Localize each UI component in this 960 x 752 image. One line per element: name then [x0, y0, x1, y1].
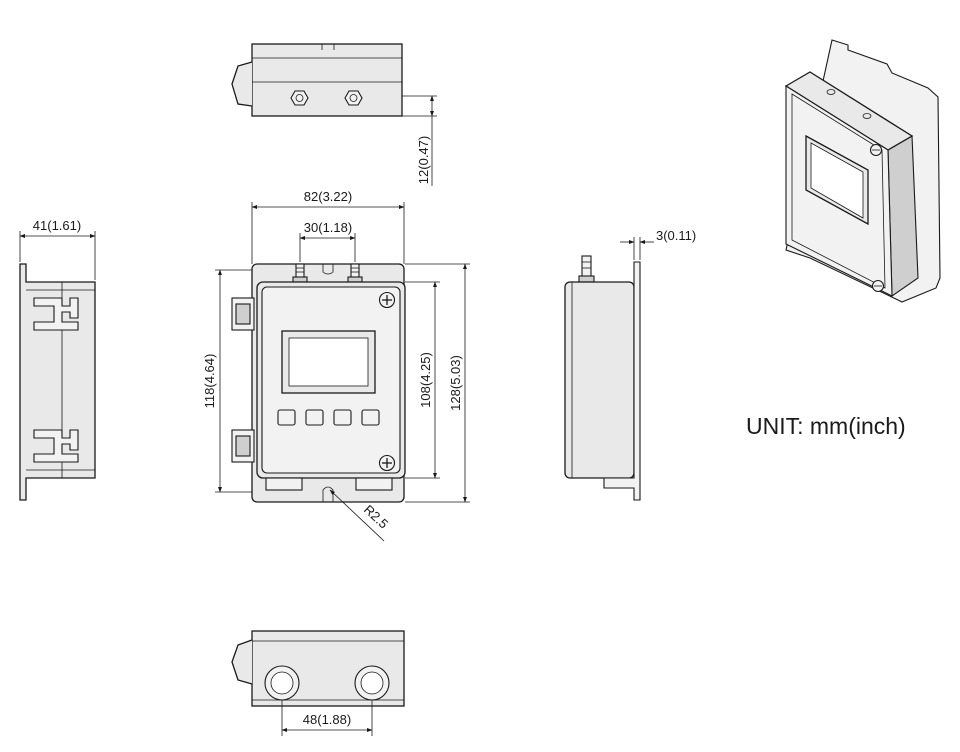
port-right [354, 665, 390, 701]
dim-overall-width: 82(3.22) [304, 189, 352, 204]
dim-top-height: 12(0.47) [416, 136, 431, 184]
dim-body-height: 108(4.25) [418, 352, 433, 408]
unit-label: UNIT: mm(inch) [746, 413, 906, 439]
button-4 [361, 409, 380, 426]
bottom-view: 48(1.88) [231, 630, 405, 736]
isometric-view [784, 39, 941, 303]
screw-bottom-right [378, 454, 396, 472]
button-2 [305, 409, 324, 426]
dim-nozzle-spacing: 30(1.18) [304, 220, 352, 235]
button-3 [333, 409, 352, 426]
screw-top-right [378, 291, 396, 309]
top-view: 12(0.47) [231, 43, 437, 186]
button-1 [277, 409, 296, 426]
nozzle-left [290, 90, 309, 106]
dim-radius: R2.5 [361, 502, 391, 532]
dim-mount-height: 118(4.64) [202, 354, 217, 409]
dim-side-depth: 41(1.61) [33, 218, 81, 233]
front-view: 82(3.22) 30(1.18) 118(4.64) 108(4.25) 12… [202, 189, 470, 542]
dim-flange-thickness: 3(0.11) [656, 228, 696, 243]
dim-port-spacing: 48(1.88) [303, 712, 351, 727]
nozzle-right [344, 90, 363, 106]
port-left [264, 665, 300, 701]
left-side-view: 41(1.61) [19, 218, 96, 501]
right-side-view: 3(0.11) [564, 228, 696, 501]
dim-overall-height: 128(5.03) [448, 355, 463, 411]
